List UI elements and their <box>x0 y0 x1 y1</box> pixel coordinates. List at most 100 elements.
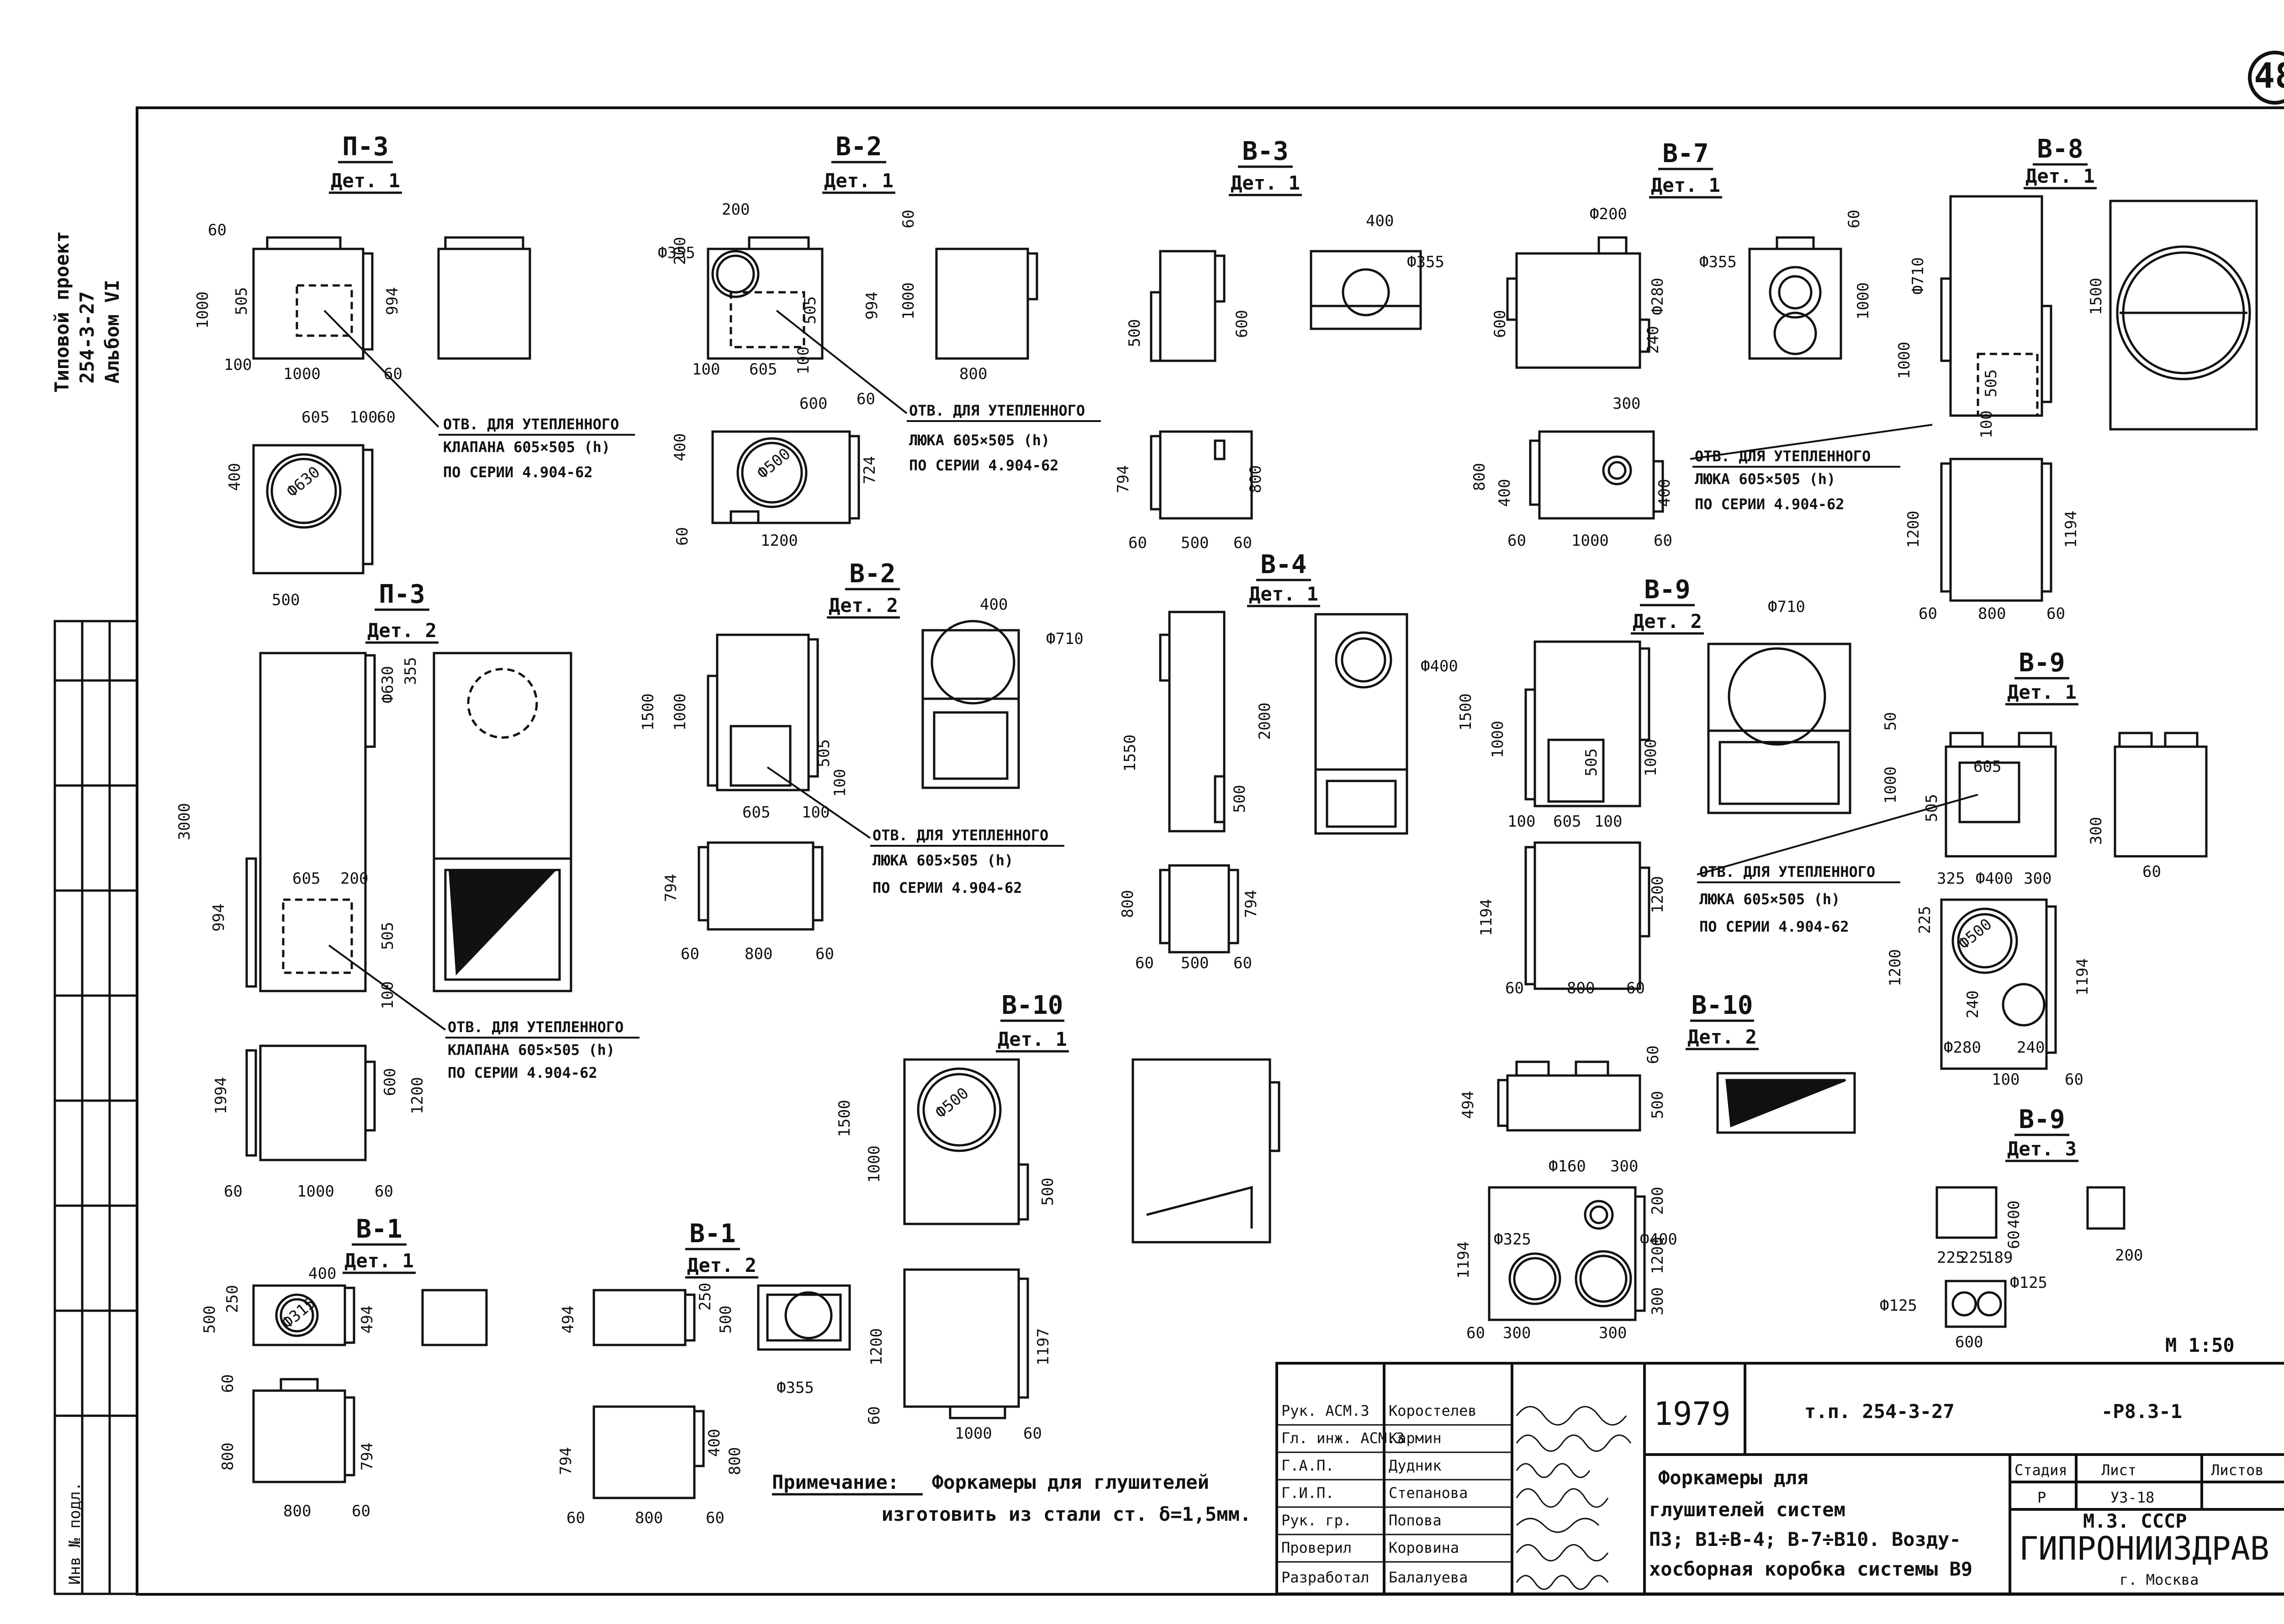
dim-p3-2-g: 505 <box>379 922 397 950</box>
dim-v10-1-h: 1000 <box>955 1424 992 1443</box>
stamp-name-5: Коровина <box>1389 1539 1459 1556</box>
dim-v9-3-b: 60 <box>2005 1230 2023 1249</box>
dim-v4-1-c: 2000 <box>1256 702 1274 740</box>
dim-v9-2-l: 800 <box>1567 979 1595 997</box>
dim-v1-1-b: 250 <box>223 1285 242 1313</box>
dim-v2-1-o: Ф500 <box>754 445 794 483</box>
sheet-number: 48 <box>2254 55 2284 96</box>
dim-v2-1-r: 1200 <box>761 532 798 550</box>
dim-v9-2-d: 505 <box>1582 749 1601 776</box>
callout-c5-line-1: ОТВ. ДЛЯ УТЕПЛЕННОГО <box>448 1018 624 1036</box>
dim-v2-1-n: 400 <box>671 433 689 461</box>
callout-c1-line-2: КЛАПАНА 605×505 (h) <box>443 438 610 456</box>
dim-v9-2-a: Ф710 <box>1768 598 1805 616</box>
dim-v10-2-plan-d: Ф325 <box>1494 1230 1531 1249</box>
title-block-rows <box>1277 1424 1512 1563</box>
detail-det-v10-2: Дет. 2 <box>1687 1026 1757 1048</box>
stamp-name-1: Кармин <box>1389 1429 1442 1447</box>
dim-v9-1-h: Ф400 <box>1976 870 2013 888</box>
dim-v7-1-e: 1000 <box>1854 282 1872 320</box>
dim-v3-1-a: 400 <box>1366 212 1394 230</box>
dim-v7-1-b: Ф280 <box>1649 278 1667 315</box>
dim-p3-1-l: Ф630 <box>283 463 323 501</box>
dim-v7-1-i: 800 <box>1470 463 1489 491</box>
stamp-roles: Рук. АСМ.3 Гл. инж. АСМ.3 Г.А.П. Г.И.П. … <box>1281 1402 1405 1586</box>
dim-v9-3-c: 225 <box>1937 1249 1965 1267</box>
detail-det-p3-2: Дет. 2 <box>367 619 437 642</box>
callout-c4-line-1: ОТВ. ДЛЯ УТЕПЛЕННОГО <box>1695 448 1871 465</box>
stamp-role-3: Г.И.П. <box>1281 1484 1334 1502</box>
dim-v9-2-j: 1200 <box>1649 876 1667 913</box>
signatures <box>1516 1406 1632 1590</box>
dim-v1-2-f: 400 <box>705 1429 724 1457</box>
dim-v1-2-i: 800 <box>635 1509 663 1527</box>
sheet-number-badge: 48 <box>2248 51 2284 105</box>
stamp-role-6: Разработал <box>1281 1569 1369 1586</box>
general-note: Примечание: Форкамеры для глушителей изг… <box>772 1471 1251 1525</box>
dim-p3-1-a: 60 <box>208 221 227 239</box>
dim-v4-1-h: 500 <box>1181 954 1209 972</box>
dim-v7-1-h: 300 <box>1613 395 1640 413</box>
dim-v8-1-f: 1200 <box>1904 511 1923 548</box>
dim-v8-1-i: 800 <box>1978 605 2006 623</box>
dim-v7-1-l: 60 <box>1507 532 1526 550</box>
inv-label: Инв № подл. <box>66 1482 84 1585</box>
stamp-desc-3: хосборная коробка системы В9 <box>1649 1558 1972 1580</box>
sheet-frame <box>136 106 2284 1596</box>
dim-v1-2-e: 794 <box>557 1447 575 1475</box>
dim-v9-2-c: 1000 <box>1489 721 1507 758</box>
dim-v2-1-c: Ф355 <box>658 244 695 262</box>
dim-p3-1-i: 100 <box>349 408 377 427</box>
detail-title-v9-3: В-9 <box>2019 1105 2065 1134</box>
callout-c5-line-2: КЛАПАНА 605×505 (h) <box>448 1041 615 1059</box>
dim-v10-2-plan-k: 300 <box>1599 1324 1627 1342</box>
stamp-desc-0: Форкамеры для <box>1658 1466 1808 1489</box>
dim-v3-1-h: 500 <box>1181 534 1209 552</box>
callout-c1-line-3: ПО СЕРИИ 4.904-62 <box>443 464 593 481</box>
dim-v9-1-n: 240 <box>1964 991 1982 1018</box>
dim-v9-1-l: 1200 <box>1886 949 1904 986</box>
dim-v8-1-g: 1194 <box>2062 511 2080 548</box>
dim-v9-1-m: 1194 <box>2073 958 2092 996</box>
dim-v2-2-j: 60 <box>681 945 699 963</box>
vertical-title-line-3: Альбом VI <box>101 279 123 384</box>
dim-v1-2-g: 800 <box>726 1447 744 1475</box>
dim-p3-2-n: 60 <box>375 1182 393 1201</box>
dim-p3-2-d: 605 <box>292 870 320 888</box>
callout-c2-line-1: ОТВ. ДЛЯ УТЕПЛЕННОГО <box>909 402 1085 419</box>
title-underlines <box>329 161 2097 1279</box>
detail-title-v2-1: В-2 <box>835 132 882 162</box>
dim-v4-1-e: 800 <box>1119 890 1137 918</box>
dim-p3-1-h: 605 <box>301 408 329 427</box>
dim-v9-2-h: 100 <box>1594 812 1622 831</box>
callout-c4: ОТВ. ДЛЯ УТЕПЛЕННОГО ЛЮКА 605×505 (h) ПО… <box>1695 448 1871 513</box>
stamp-role-0: Рук. АСМ.3 <box>1281 1402 1369 1419</box>
dim-v8-1-b: 1500 <box>2087 278 2105 315</box>
dim-v1-2-j: 60 <box>706 1509 724 1527</box>
dim-v1-2-a: 250 <box>696 1283 714 1311</box>
dim-v8-1-d: 505 <box>1982 369 2000 397</box>
dim-v2-2-k: 800 <box>745 945 772 963</box>
drawing-geometry <box>245 195 2258 1499</box>
dim-v2-1-p: 724 <box>861 456 879 484</box>
stamp-name-2: Дудник <box>1389 1457 1442 1474</box>
dim-p3-2-b: Ф630 <box>379 666 397 703</box>
dim-v10-2-plan-g: 1194 <box>1454 1241 1473 1279</box>
dim-v2-2-i: 794 <box>662 874 680 902</box>
dim-v2-2-g: 605 <box>742 803 770 822</box>
dim-p3-2-h: 100 <box>379 981 397 1009</box>
dim-v10-2-plan-b: 300 <box>1610 1157 1638 1176</box>
callout-c1: ОТВ. ДЛЯ УТЕПЛЕННОГО КЛАПАНА 605×505 (h)… <box>443 416 619 481</box>
dim-v9-3-a: 400 <box>2005 1201 2023 1229</box>
dim-v4-1-d: 500 <box>1231 785 1249 813</box>
callout-c6-line-2: ЛЮКА 605×505 (h) <box>1699 891 1840 908</box>
dim-p3-2-c: 355 <box>402 657 420 685</box>
callout-c2: ОТВ. ДЛЯ УТЕПЛЕННОГО ЛЮКА 605×505 (h) ПО… <box>909 402 1085 474</box>
dim-p3-2-i: 1994 <box>212 1077 230 1114</box>
callout-c1-line-1: ОТВ. ДЛЯ УТЕПЛЕННОГО <box>443 416 619 433</box>
dim-p3-2-l: 60 <box>224 1182 243 1201</box>
dim-v1-1-c: 500 <box>201 1306 219 1334</box>
dim-p3-1-b: 1000 <box>194 291 212 329</box>
dim-v10-1-f: 1197 <box>1034 1328 1052 1366</box>
dim-v9-2-m: 60 <box>1626 979 1645 997</box>
